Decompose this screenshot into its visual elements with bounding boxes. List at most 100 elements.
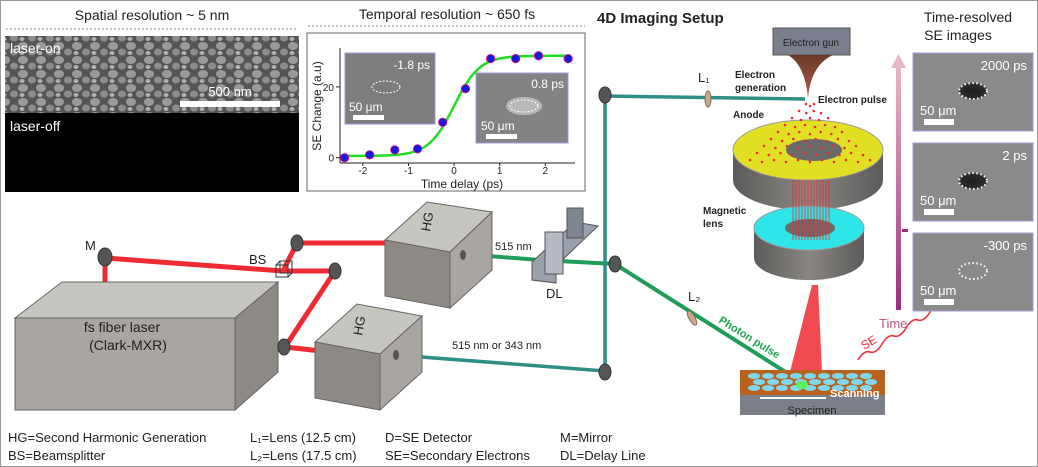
scan-spot [776, 385, 788, 391]
data-point [563, 54, 573, 64]
electron-dot [814, 137, 817, 141]
electron-dot [803, 139, 806, 143]
photon-spot [796, 381, 808, 389]
electron-dot [762, 144, 766, 148]
time-resolved-header-1: Time-resolved [924, 9, 1012, 25]
scan-spot [832, 385, 844, 391]
data-point [412, 144, 423, 154]
green-beams [461, 252, 797, 380]
x-tick-label: 0 [451, 166, 457, 177]
sigmoid-fit-line [342, 54, 571, 158]
electron-dot [854, 144, 858, 148]
region-marker [958, 172, 988, 190]
data-point [438, 117, 448, 127]
electron-dot [799, 118, 803, 122]
beam-515-label: 515 nm [495, 241, 532, 253]
electron-dot [805, 111, 808, 115]
electron-dot [844, 158, 848, 162]
figure-title: 4D Imaging Setup [597, 10, 724, 27]
electron-dot [796, 158, 800, 162]
electron-dot [843, 146, 846, 150]
electron-spray [748, 102, 872, 164]
anode-label: Anode [733, 110, 765, 121]
electron-dot [792, 137, 795, 141]
dark-contrast-spot [958, 82, 988, 100]
legend-dl: DL=Delay Line [560, 448, 646, 463]
electron-dot [820, 146, 823, 150]
scan-spot [837, 379, 849, 385]
scan-spot [748, 385, 760, 391]
spatial-header: Spatial resolution ~ 5 nm [75, 7, 229, 23]
inset-right-scale-label: 50 μm [481, 119, 515, 133]
electron-dot [826, 151, 829, 155]
spatial-scale-label: 500 nm [208, 84, 251, 99]
y-tick-label: 0 [328, 154, 334, 165]
magnetic-lens-ring [753, 205, 865, 280]
laser-on-image [5, 36, 299, 113]
electron-dot [823, 123, 827, 127]
spatial-scale-bar [180, 101, 280, 107]
electron-dot [819, 130, 822, 134]
scanning-label: Scanning [830, 388, 880, 400]
time-arrow-head [891, 54, 906, 68]
x-axis-label: Time delay (ps) [421, 177, 503, 191]
electron-dot [797, 109, 801, 113]
laser-off-image [5, 113, 299, 192]
scan-spot [818, 385, 830, 391]
electron-pulse-label: Electron pulse [818, 95, 887, 106]
scan-spot [860, 373, 872, 379]
electron-dot [830, 132, 833, 136]
electron-dot [780, 139, 784, 143]
data-point [460, 84, 471, 94]
data-point [390, 145, 400, 155]
electron-dot [785, 144, 789, 148]
magnetic-lens-label-1: Magnetic [703, 206, 747, 217]
lens-l2-label: L₂ [688, 289, 700, 304]
electron-dot [772, 158, 776, 162]
scan-spot [846, 385, 858, 391]
hg1-label: HG [418, 211, 436, 233]
electron-dot [847, 139, 851, 143]
mirror-icons [97, 86, 622, 381]
beamsplitter-label: BS [249, 252, 267, 267]
electron-dot [856, 160, 860, 164]
data-point [533, 51, 544, 61]
electron-generation-label-1: Electron [735, 70, 775, 81]
electron-dot [808, 160, 812, 164]
scan-spot [790, 373, 802, 379]
scan-spot [846, 373, 858, 379]
beam-515-343-label: 515 nm or 343 nm [452, 340, 541, 352]
delay-line [531, 207, 600, 284]
electron-dot [804, 102, 808, 106]
scan-spot [860, 385, 872, 391]
x-tick-label: -2 [358, 166, 367, 177]
se-image-time-label: 2000 ps [981, 58, 1028, 73]
electron-dot [803, 123, 807, 127]
electron-dot [783, 123, 787, 127]
hg2-label: HG [350, 315, 368, 337]
electron-dot [784, 160, 788, 164]
lens-l2-icon [686, 310, 698, 326]
scan-spot [776, 373, 788, 379]
electron-dot [791, 153, 794, 157]
laser-on-label: laser-on [10, 40, 61, 56]
se-image-scale-bar [924, 209, 954, 215]
electron-dot [774, 146, 777, 150]
electron-dot [797, 146, 800, 150]
electron-dot [802, 151, 806, 155]
inset-right-region-marker [509, 99, 539, 113]
inset-left-image [344, 52, 436, 125]
time-resolved-header-2: SE images [924, 27, 992, 43]
electron-gun-label: Electron gun [783, 38, 839, 49]
legend-l2: L₂=Lens (17.5 cm) [250, 448, 357, 463]
electron-dot [808, 144, 812, 148]
electron-dot [833, 125, 837, 129]
electron-dot [819, 111, 823, 115]
x-tick-label: 1 [497, 166, 503, 177]
inset-right-scale-bar [486, 134, 517, 139]
time-arrow [896, 66, 901, 310]
fs-fiber-laser [13, 280, 280, 412]
electron-dot [808, 116, 812, 120]
